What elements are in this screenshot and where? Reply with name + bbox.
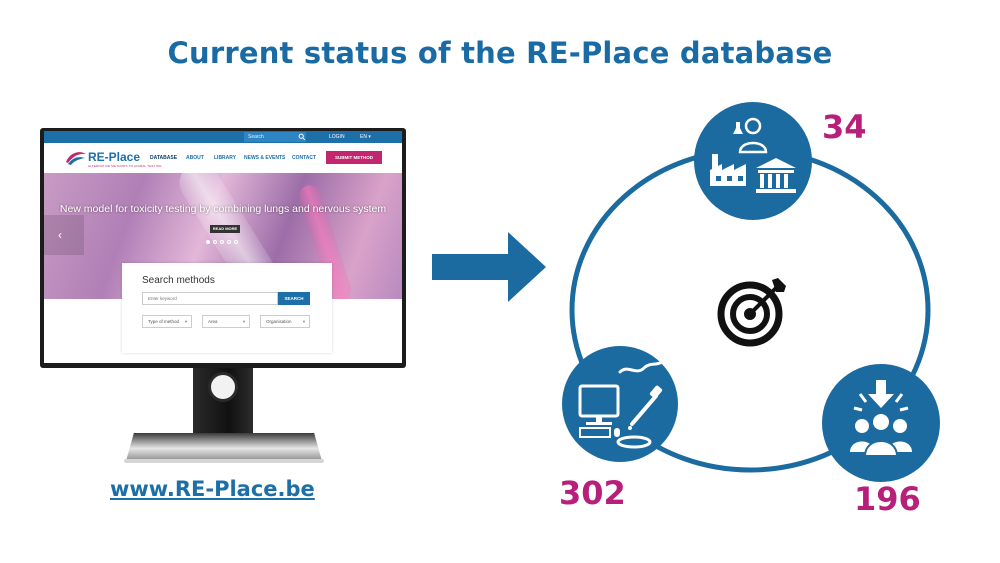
area-select[interactable]: Area ▼ (202, 315, 250, 328)
carousel-dot[interactable] (206, 240, 210, 244)
node-users (822, 364, 940, 482)
keyword-input[interactable]: Enter keyword (142, 292, 278, 305)
search-panel-title: Search methods (142, 275, 215, 286)
right-arrow-icon (432, 232, 546, 302)
stakeholders-icons (710, 117, 796, 193)
nav-database[interactable]: DATABASE (150, 155, 178, 161)
group-icon (850, 412, 912, 457)
institution-icon (756, 158, 796, 193)
site-topbar: Search LOGIN EN ▾ (44, 131, 402, 143)
nav-news-events[interactable]: NEWS & EVENTS (244, 155, 286, 161)
slide-title: Current status of the RE-Place database (167, 36, 833, 70)
pipette-icon (628, 385, 663, 430)
nav-library[interactable]: LIBRARY (214, 155, 237, 161)
read-more-button[interactable]: READ MORE (210, 225, 240, 233)
select-label: Organisation (266, 319, 292, 324)
worm-icon (618, 360, 664, 374)
monitor-screen: Search LOGIN EN ▾ RE-Place ALTERNATIVE M… (44, 131, 402, 363)
factory-icon (710, 154, 746, 186)
download-arrow-icon (853, 380, 909, 412)
chevron-down-icon: ▼ (242, 319, 246, 324)
carousel-dots[interactable] (206, 240, 246, 246)
computer-icon (578, 384, 620, 438)
monitor-base-shadow (124, 459, 324, 463)
search-methods-panel: Search methods Enter keyword SEARCH Type… (122, 263, 332, 353)
nav-contact[interactable]: CONTACT (292, 155, 317, 161)
type-of-method-select[interactable]: Type of method ▼ (142, 315, 192, 328)
monitor-stand-hole (208, 372, 238, 402)
organisation-select[interactable]: Organisation ▼ (260, 315, 310, 328)
logo-swoosh-icon (66, 152, 86, 165)
methods-count: 302 (559, 474, 626, 512)
users-count: 196 (854, 480, 921, 518)
site-logo-tagline: ALTERNATIVE METHODS TO ANIMAL TESTING (88, 164, 162, 168)
select-label: Area (208, 319, 218, 324)
submit-method-button[interactable]: SUBMIT METHOD (326, 151, 382, 164)
search-icon[interactable] (298, 133, 306, 141)
login-link[interactable]: LOGIN (329, 134, 345, 140)
select-label: Type of method (148, 319, 180, 324)
language-select[interactable]: EN ▾ (360, 134, 371, 140)
petri-dish-icon (616, 435, 652, 449)
chevron-down-icon: ▼ (302, 319, 306, 324)
monitor-frame: Search LOGIN EN ▾ RE-Place ALTERNATIVE M… (40, 128, 406, 368)
site-header: RE-Place ALTERNATIVE METHODS TO ANIMAL T… (44, 143, 402, 173)
stakeholders-count: 34 (822, 108, 867, 146)
website-link[interactable]: www.RE-Place.be (110, 477, 315, 501)
carousel-dot[interactable] (220, 240, 224, 244)
scientist-icon (733, 117, 768, 154)
node-methods (562, 346, 678, 462)
users-icons (850, 380, 912, 457)
node-stakeholders (694, 102, 812, 220)
monitor-stand-base (126, 433, 322, 461)
search-button[interactable]: SEARCH (278, 292, 310, 305)
site-logo-text[interactable]: RE-Place (88, 150, 141, 164)
carousel-dot[interactable] (227, 240, 231, 244)
carousel-prev-icon[interactable]: ‹ (44, 215, 84, 255)
chevron-down-icon: ▼ (184, 319, 188, 324)
carousel-dot[interactable] (234, 240, 238, 244)
target-icon (717, 278, 786, 347)
site-search-input[interactable]: Search (244, 132, 306, 142)
methods-icons (578, 360, 664, 449)
nav-about[interactable]: ABOUT (186, 155, 204, 161)
carousel-dot[interactable] (213, 240, 217, 244)
hero-headline[interactable]: New model for toxicity testing by combin… (59, 203, 387, 215)
